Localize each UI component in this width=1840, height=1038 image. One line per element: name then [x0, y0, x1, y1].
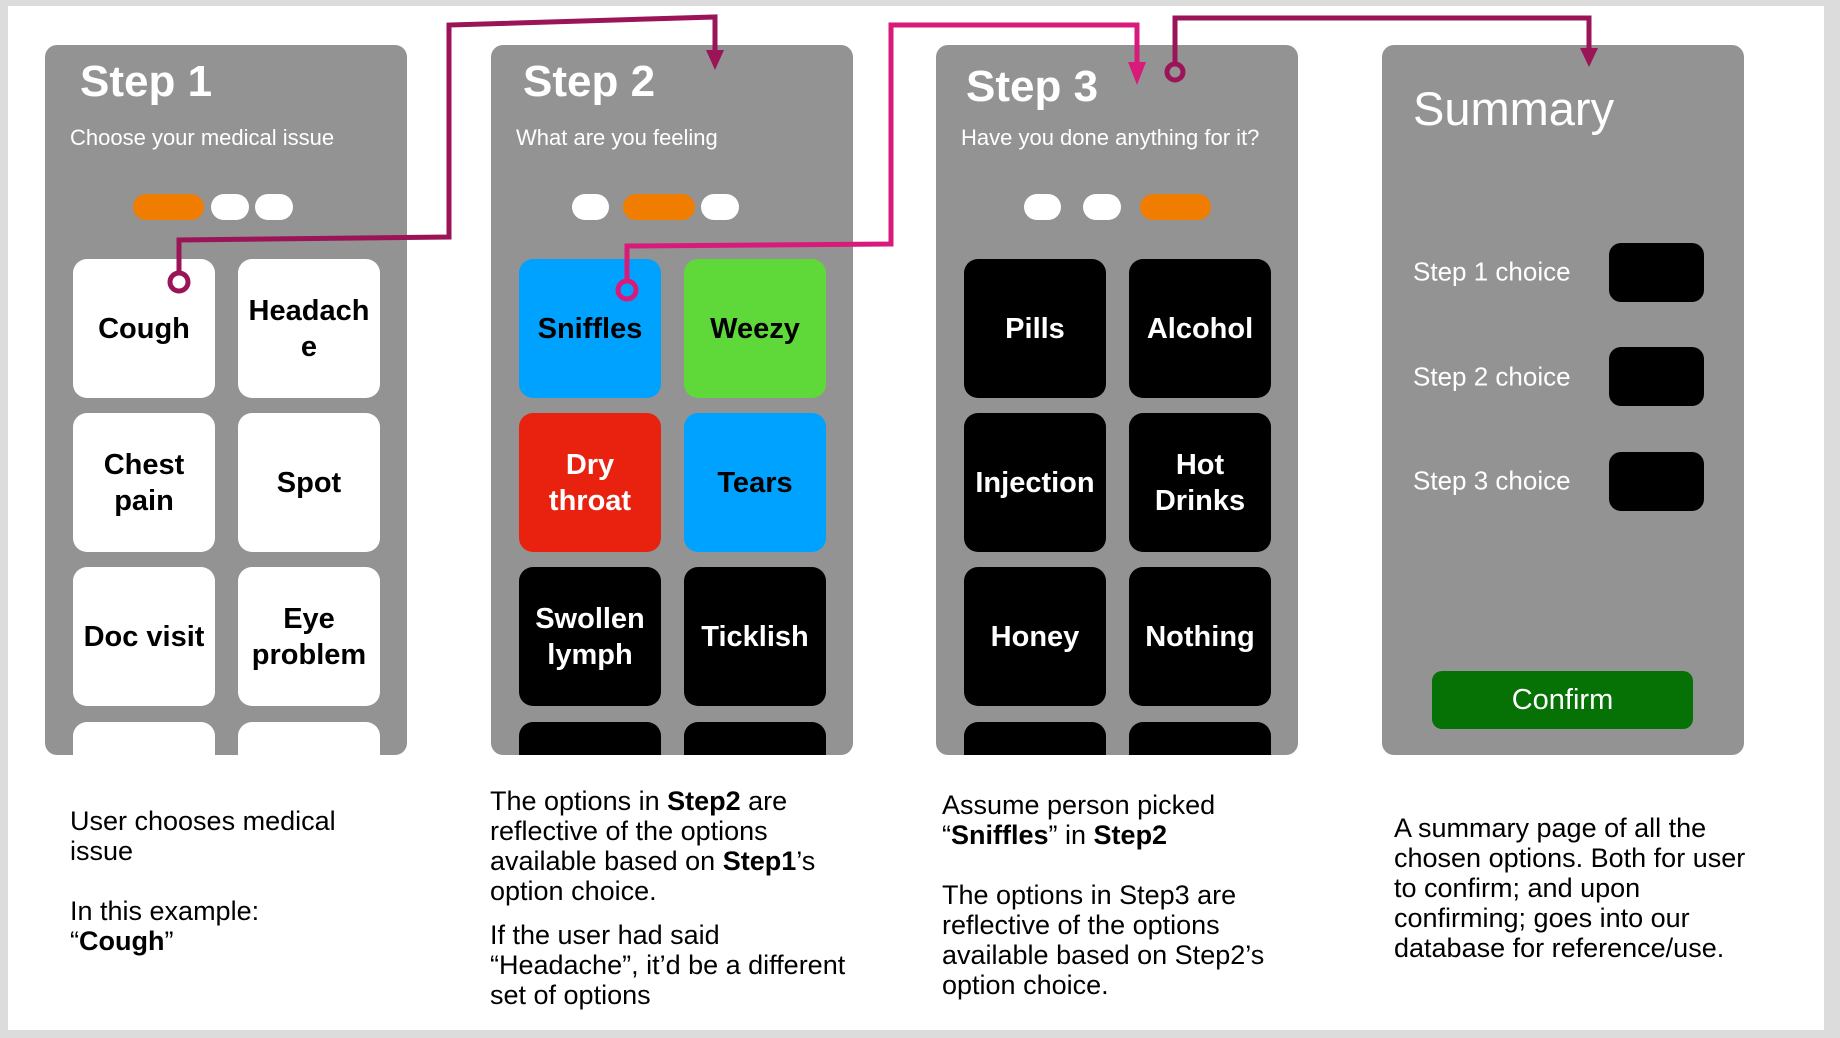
option-tile[interactable]: Honey	[964, 567, 1106, 706]
caption-paragraph: If the user had said “Headache”, it’d be…	[490, 920, 850, 1010]
caption-paragraph: The options in Step2 are reflective of t…	[490, 786, 850, 906]
step-title: Step 3	[966, 62, 1099, 111]
caption-text: are reflective of the options available …	[490, 786, 788, 876]
option-tile[interactable]: Alcohol	[1129, 259, 1271, 398]
summary-step2-value	[1609, 347, 1704, 406]
summary-screen: Summary Step 1 choice Step 2 choice Step…	[1382, 45, 1744, 755]
option-tile[interactable]: Chest pain	[73, 413, 215, 552]
option-tile[interactable]: Tears	[684, 413, 826, 552]
progress-dot-active	[623, 194, 695, 220]
caption-paragraph: In this example:“Cough”	[70, 896, 390, 956]
caption-paragraph: A summary page of all the chosen options…	[1394, 813, 1774, 963]
option-tile[interactable]: Headache	[238, 259, 380, 398]
caption-text: The options in	[490, 786, 668, 816]
option-tile[interactable]: Cough	[73, 259, 215, 398]
caption-text: “	[70, 926, 79, 956]
option-tile[interactable]: Dry throat	[519, 413, 661, 552]
summary-step1-label: Step 1 choice	[1413, 256, 1571, 287]
caption-text: ”	[164, 926, 174, 956]
option-tile[interactable]: Pills	[964, 259, 1106, 398]
step3-screen: Step 3 Have you done anything for it? Pill…	[936, 45, 1298, 755]
caption-emphasis: Step1	[722, 846, 797, 876]
option-tile[interactable]	[519, 722, 661, 755]
option-tile[interactable]: Injection	[964, 413, 1106, 552]
summary-step2-label: Step 2 choice	[1413, 361, 1571, 392]
caption-paragraph: The options in Step3 are reflective of t…	[942, 880, 1302, 1000]
summary-title: Summary	[1413, 82, 1615, 135]
caption-step2: The options in Step2 are reflective of t…	[490, 786, 850, 1010]
caption-summary: A summary page of all the chosen options…	[1394, 813, 1774, 963]
option-tile[interactable]	[1129, 722, 1271, 755]
option-tile[interactable]: Doc visit	[73, 567, 215, 706]
caption-step1: User chooses medical issue In this exampl…	[70, 806, 390, 956]
step-subtitle: Choose your medical issue	[70, 125, 335, 150]
step-subtitle: Have you done anything for it?	[961, 125, 1260, 150]
summary-step1-value	[1609, 243, 1704, 302]
option-tile[interactable]	[684, 722, 826, 755]
progress-dot	[572, 194, 609, 220]
caption-text: ” in	[1048, 820, 1094, 850]
caption-text: The options in Step3 are reflective of t…	[942, 880, 1265, 1000]
confirm-button[interactable]: Confirm	[1432, 671, 1693, 729]
option-tile[interactable]	[73, 722, 215, 755]
option-tile[interactable]: Hot Drinks	[1129, 413, 1271, 552]
step-title: Step 1	[80, 57, 213, 106]
caption-emphasis: Cough	[79, 926, 165, 956]
caption-text: If the user had said “Headache”, it’d be…	[490, 920, 846, 1010]
caption-text: Assume person picked	[942, 790, 1216, 820]
caption-text: “	[942, 820, 951, 850]
caption-text: User chooses medical issue	[70, 806, 336, 866]
option-tile[interactable]	[964, 722, 1106, 755]
step-subtitle: What are you feeling	[516, 125, 718, 150]
option-tile[interactable]: Nothing	[1129, 567, 1271, 706]
summary-step3-value	[1609, 452, 1704, 511]
caption-text: In this example:	[70, 896, 260, 926]
caption-text: A summary page of all the chosen options…	[1394, 813, 1746, 963]
caption-text: ’s option choice.	[490, 846, 816, 906]
option-tile[interactable]: Weezy	[684, 259, 826, 398]
caption-emphasis: Sniffles	[951, 820, 1049, 850]
caption-emphasis: Step2	[667, 786, 741, 816]
option-tile[interactable]: Sniffles	[519, 259, 661, 398]
option-tile[interactable]: Eye problem	[238, 567, 380, 706]
progress-dot-active	[133, 194, 204, 220]
progress-dot-active	[1140, 194, 1211, 220]
progress-dot	[1083, 194, 1121, 220]
option-tile[interactable]: Spot	[238, 413, 380, 552]
option-tile[interactable]: Swollen lymph	[519, 567, 661, 706]
progress-dot	[1024, 194, 1061, 220]
step-title: Step 2	[523, 57, 656, 106]
caption-paragraph: User chooses medical issue	[70, 806, 390, 866]
progress-dot	[255, 194, 293, 220]
option-tile[interactable]	[238, 722, 380, 755]
caption-emphasis: Step2	[1093, 820, 1168, 850]
option-tile[interactable]: Ticklish	[684, 567, 826, 706]
caption-paragraph: Assume person picked“Sniffles” in Step2	[942, 790, 1302, 850]
progress-dot	[701, 194, 739, 220]
summary-step3-label: Step 3 choice	[1413, 465, 1571, 496]
progress-dot	[211, 194, 249, 220]
